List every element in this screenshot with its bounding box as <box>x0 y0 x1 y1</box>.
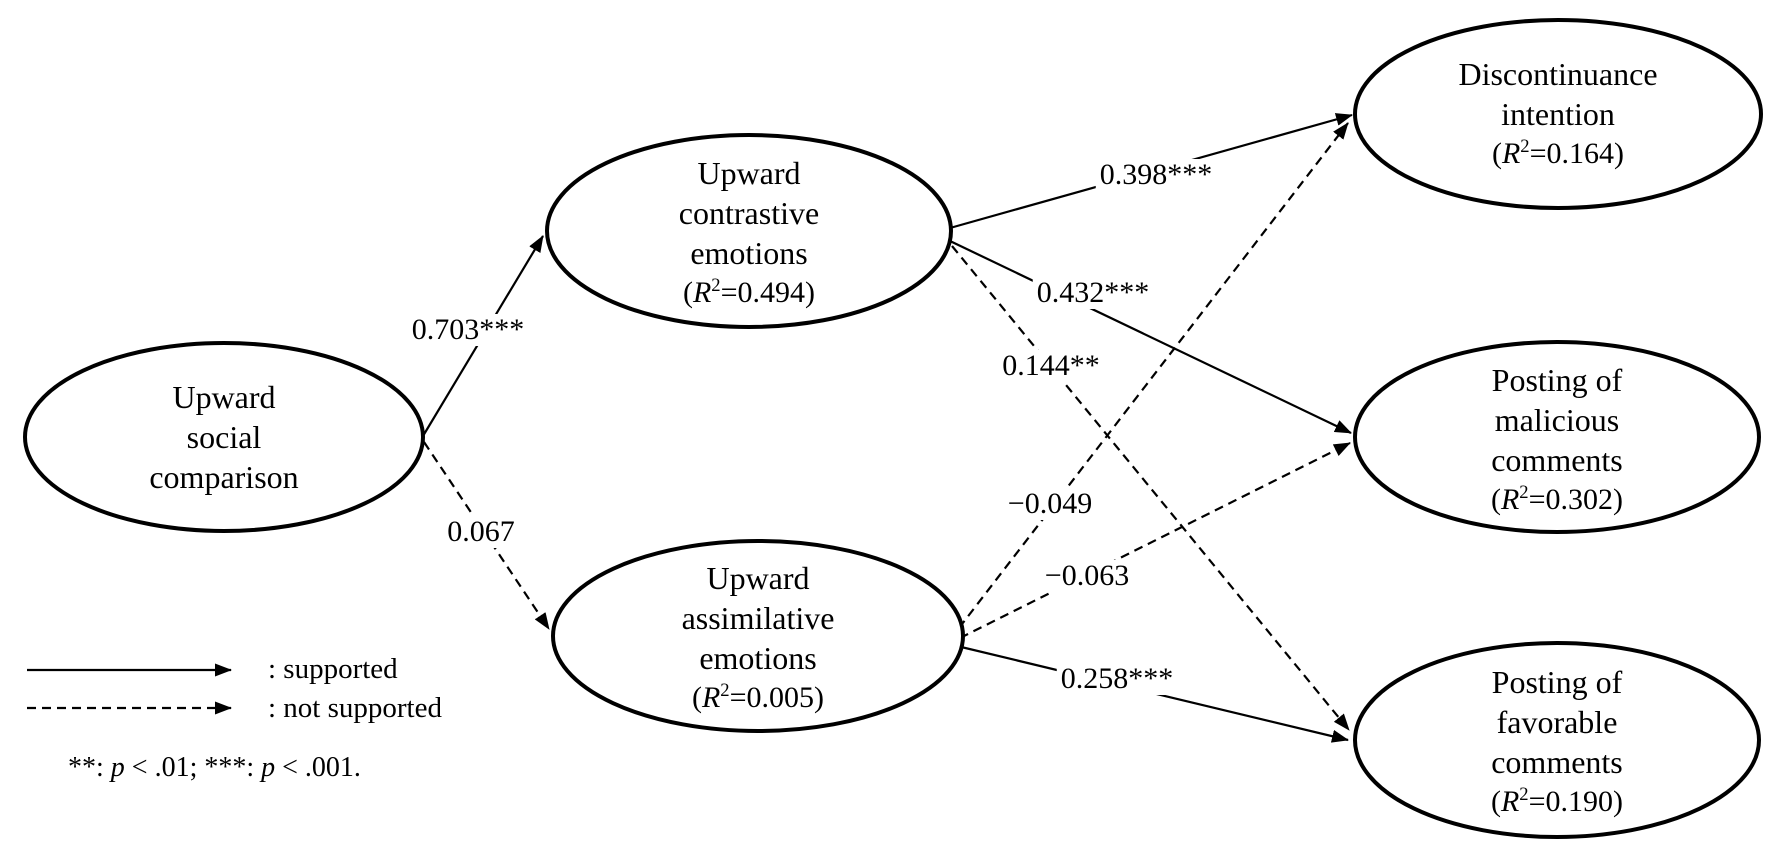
edge-label-contrastive-to-malicious: 0.432*** <box>1032 277 1154 309</box>
r2-paren: ( <box>1490 483 1501 516</box>
node-text-line: Posting of <box>1491 362 1623 398</box>
node-text-line: comparison <box>149 459 299 495</box>
node-r-squared: (R2=0.005) <box>682 678 835 718</box>
r2-value: =0.494) <box>720 276 816 309</box>
node-text-line: social <box>186 419 262 455</box>
r2-exponent: 2 <box>1520 136 1530 157</box>
node-upward-assimilative-emotions <box>551 539 965 733</box>
node-text-line: contrastive <box>678 195 820 231</box>
legend-supported-label: : supported <box>268 653 398 685</box>
edge-label-assimilative-to-discontinuance: −0.049 <box>1003 488 1097 520</box>
r2-value: =0.005) <box>729 681 825 714</box>
node-label-upward-contrastive-emotions: Upward contrastive emotions (R2=0.494) <box>679 153 819 313</box>
node-text-line: favorable <box>1496 704 1618 740</box>
r2-symbol: R <box>1501 137 1521 170</box>
edge-label-assimilative-to-malicious: −0.063 <box>1040 560 1134 592</box>
node-text-line: emotions <box>690 235 808 271</box>
significance-footnote: **: p < .01; ***: p < .001. <box>68 753 361 783</box>
footnote-segment: **: <box>68 752 111 783</box>
node-r-squared: (R2=0.494) <box>679 273 819 313</box>
edge-label-usc-to-contrastive: 0.703*** <box>407 314 529 346</box>
legend-not-supported-label: : not supported <box>268 692 442 724</box>
node-label-posting-of-malicious-comments: Posting of malicious comments (R2=0.302) <box>1491 360 1623 520</box>
node-r-squared: (R2=0.302) <box>1491 480 1623 520</box>
r2-paren: ( <box>682 276 693 309</box>
node-text-line: emotions <box>699 640 817 676</box>
footnote-p-symbol: p <box>110 752 125 783</box>
node-r-squared: (R2=0.164) <box>1458 134 1657 174</box>
r2-value: =0.164) <box>1529 137 1625 170</box>
node-text-line: Upward <box>172 379 276 415</box>
edge-label-usc-to-assimilative: 0.067 <box>443 516 519 548</box>
edge-label-assimilative-to-favorable: 0.258*** <box>1056 663 1178 695</box>
r2-exponent: 2 <box>720 680 730 701</box>
r2-symbol: R <box>1500 785 1520 818</box>
node-label-upward-social-comparison: Upward social comparison <box>149 377 298 497</box>
footnote-segment: < .01; ***: <box>124 752 262 783</box>
r2-paren: ( <box>1491 137 1502 170</box>
r2-value: =0.190) <box>1528 785 1624 818</box>
node-r-squared: (R2=0.190) <box>1491 782 1623 822</box>
node-posting-of-favorable-comments <box>1353 641 1761 839</box>
r2-paren: ( <box>691 681 702 714</box>
node-text-line: Posting of <box>1491 664 1623 700</box>
node-text-line: Upward <box>697 155 801 191</box>
r2-symbol: R <box>1500 483 1520 516</box>
r2-value: =0.302) <box>1528 483 1624 516</box>
r2-exponent: 2 <box>1519 784 1529 805</box>
edge-label-contrastive-to-discontinuance: 0.398*** <box>1095 159 1217 191</box>
node-label-posting-of-favorable-comments: Posting of favorable comments (R2=0.190) <box>1491 662 1623 822</box>
r2-exponent: 2 <box>711 275 721 296</box>
node-posting-of-malicious-comments <box>1353 340 1761 534</box>
edge-label-contrastive-to-favorable: 0.144** <box>998 350 1104 382</box>
node-text-line: comments <box>1491 744 1623 780</box>
footnote-segment: < .001. <box>275 752 361 783</box>
node-upward-social-comparison <box>23 341 425 533</box>
node-text-line: malicious <box>1494 402 1620 438</box>
edge-contrastive-to-malicious <box>949 240 1352 434</box>
node-text-line: assimilative <box>681 600 835 636</box>
edge-assimilative-to-discontinuance <box>958 122 1349 629</box>
node-discontinuance-intention <box>1353 18 1763 210</box>
node-text-line: intention <box>1501 96 1615 132</box>
r2-paren: ( <box>1490 785 1501 818</box>
r2-symbol: R <box>701 681 721 714</box>
edge-assimilative-to-malicious <box>959 442 1351 639</box>
r2-exponent: 2 <box>1519 482 1529 503</box>
node-upward-contrastive-emotions <box>545 133 953 329</box>
node-text-line: comments <box>1491 442 1623 478</box>
r2-symbol: R <box>692 276 712 309</box>
footnote-p-symbol: p <box>261 752 276 783</box>
node-text-line: Upward <box>706 560 810 596</box>
node-label-discontinuance-intention: Discontinuance intention (R2=0.164) <box>1458 54 1657 174</box>
node-label-upward-assimilative-emotions: Upward assimilative emotions (R2=0.005) <box>682 558 835 718</box>
node-text-line: Discontinuance <box>1458 56 1658 92</box>
